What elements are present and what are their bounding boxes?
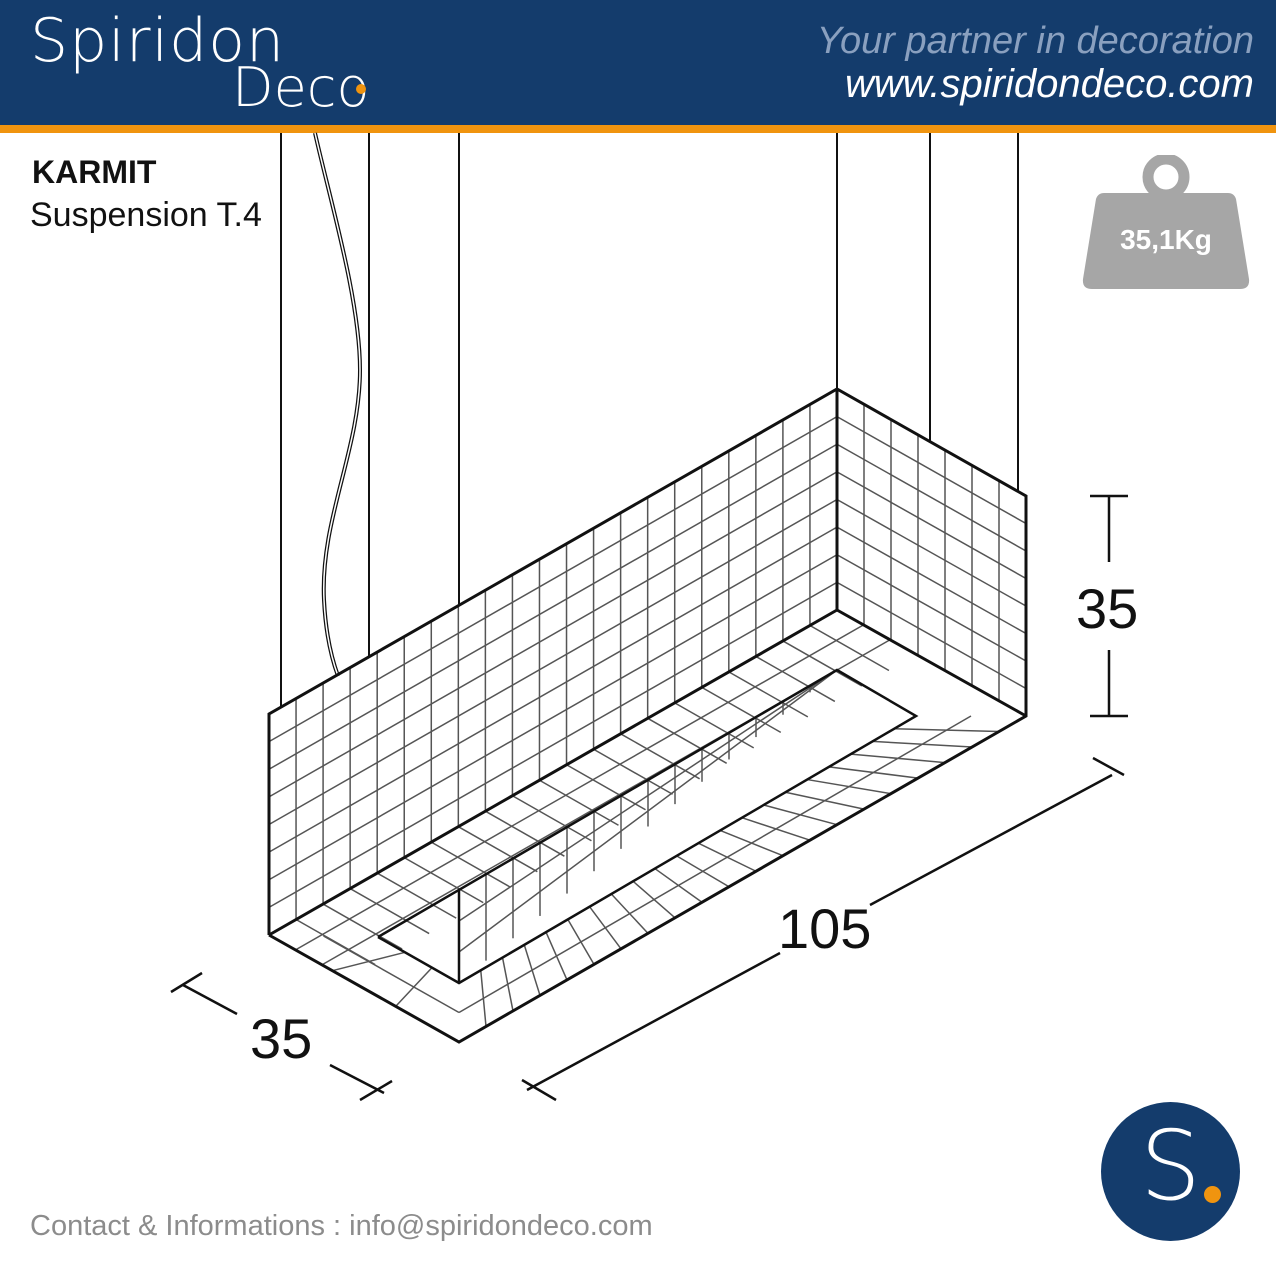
logo-dot bbox=[356, 84, 366, 94]
power-cord bbox=[313, 132, 363, 677]
contact-info[interactable]: Contact & Informations : info@spiridonde… bbox=[30, 1210, 653, 1242]
mesh-line bbox=[457, 826, 538, 873]
mesh-line bbox=[322, 903, 403, 950]
brand-logo-line1: Spiridon bbox=[30, 6, 286, 76]
product-subtitle: Suspension T.4 bbox=[30, 196, 262, 234]
weight-value: 35,1Kg bbox=[1120, 224, 1212, 255]
mesh-line bbox=[268, 415, 838, 743]
mesh-line bbox=[620, 733, 700, 780]
tagline: Your partner in decoration bbox=[816, 20, 1254, 62]
mesh-line bbox=[836, 581, 1027, 690]
header-accent-bar bbox=[0, 125, 1276, 133]
website-link[interactable]: www.spiridondeco.com bbox=[844, 62, 1254, 106]
mesh-line bbox=[268, 554, 838, 881]
mesh-line bbox=[836, 443, 1027, 552]
length-dimension: 105 bbox=[778, 897, 872, 960]
mesh-line bbox=[647, 717, 728, 764]
height-dimension: 35 bbox=[1076, 577, 1139, 640]
mesh-line bbox=[836, 526, 1027, 635]
weight-icon bbox=[1082, 155, 1250, 289]
mesh-line bbox=[512, 795, 592, 842]
mesh-line bbox=[376, 872, 457, 919]
mesh-line bbox=[593, 748, 673, 795]
mesh-line bbox=[836, 415, 1027, 525]
mesh-line bbox=[268, 526, 838, 853]
mesh-line bbox=[323, 935, 460, 1014]
mesh-line bbox=[349, 887, 430, 935]
mesh-line bbox=[403, 856, 484, 904]
mesh-line bbox=[268, 581, 838, 909]
mesh-line bbox=[566, 764, 646, 811]
mesh-line bbox=[782, 640, 863, 687]
mesh-line bbox=[485, 810, 565, 857]
depth-dimension: 35 bbox=[250, 1007, 313, 1070]
mesh-line bbox=[268, 498, 838, 826]
brand-badge: S bbox=[1101, 1102, 1240, 1241]
mesh-line bbox=[294, 624, 864, 951]
mesh-line bbox=[458, 669, 838, 922]
mesh-line bbox=[458, 669, 838, 953]
mesh-line bbox=[755, 655, 836, 703]
mesh-line bbox=[539, 779, 619, 826]
mesh-line bbox=[458, 715, 972, 1014]
mesh-line bbox=[268, 443, 838, 770]
mesh-line bbox=[728, 671, 809, 718]
mesh-line bbox=[836, 471, 1027, 580]
badge-dot bbox=[1204, 1186, 1221, 1203]
product-name: KARMIT bbox=[32, 154, 157, 190]
brand-logo-line2: Deco bbox=[232, 56, 370, 119]
mesh-line bbox=[268, 471, 838, 798]
mesh-line bbox=[430, 841, 511, 888]
mesh-line bbox=[701, 686, 782, 734]
mesh-line bbox=[674, 702, 755, 749]
mesh-line bbox=[836, 554, 1027, 662]
header-banner bbox=[0, 0, 1276, 125]
mesh-line bbox=[809, 624, 890, 672]
mesh-line bbox=[836, 498, 1027, 607]
badge-letter: S bbox=[1140, 1110, 1201, 1222]
